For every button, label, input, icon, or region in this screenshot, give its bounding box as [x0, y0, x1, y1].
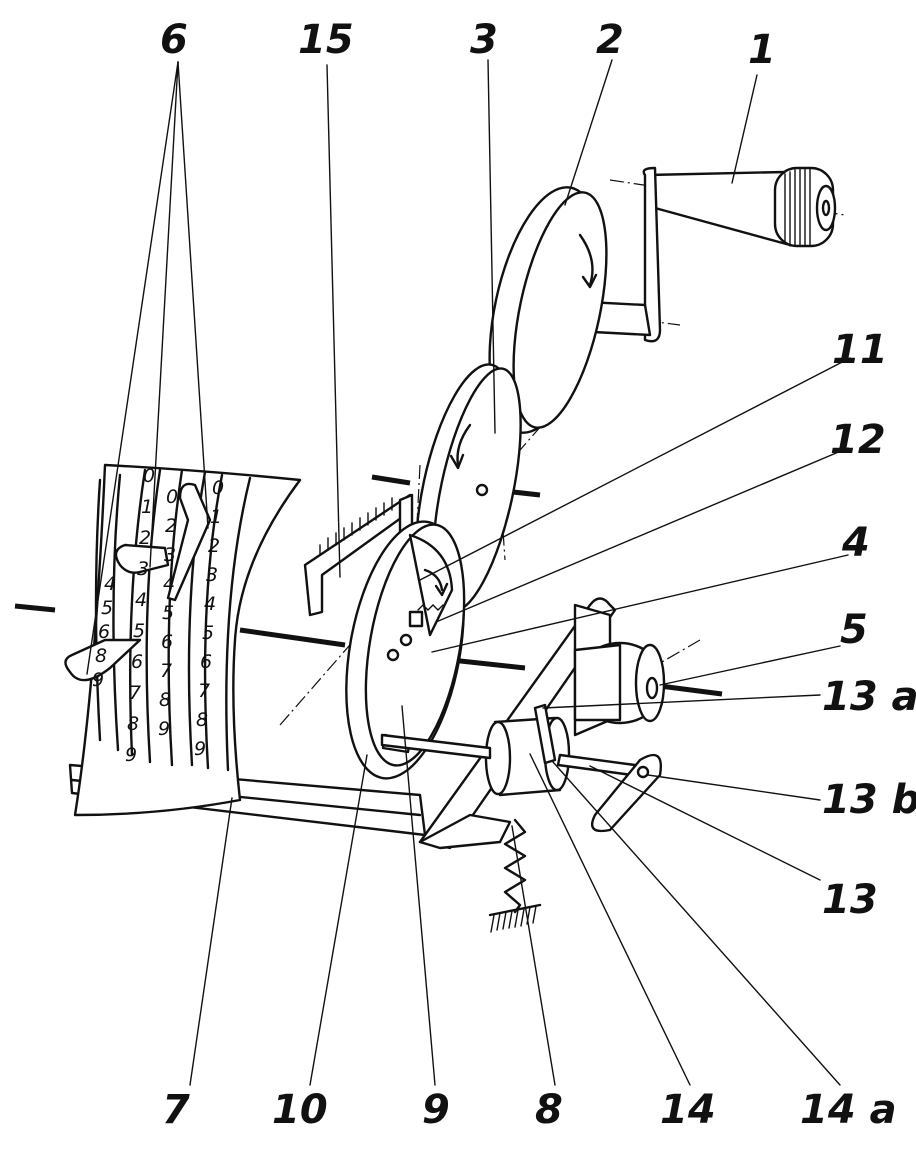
dial-digit-column-4-3: 3	[206, 564, 218, 586]
dial-digit-column-4-8: 8	[196, 709, 208, 731]
label-14: 14	[660, 1087, 716, 1133]
dial-digit-column-1-2: 6	[98, 621, 110, 643]
dial-digit-column-2-1: 1	[141, 496, 153, 518]
label-13b: 13 b	[822, 777, 916, 823]
label-10: 10	[272, 1087, 328, 1133]
label-1: 1	[748, 27, 776, 73]
dial-digit-column-3-6: 7	[160, 660, 172, 682]
wheel-10	[345, 520, 466, 780]
disk-2	[488, 186, 608, 434]
label-15: 15	[298, 17, 354, 63]
dial-digit-column-1-0: 4	[104, 573, 116, 595]
dial-digit-column-1-4: 9	[92, 669, 104, 691]
dial-digit-column-4-2: 2	[208, 535, 220, 557]
label-5: 5	[840, 607, 868, 653]
dial-digit-column-2-8: 8	[127, 713, 139, 735]
dial-digit-column-2-9: 9	[125, 744, 137, 766]
label-14a: 14 a	[800, 1087, 897, 1133]
dial-digit-column-1-1: 5	[101, 597, 113, 619]
dial-digit-column-3-3: 4	[163, 573, 175, 595]
label-4: 4	[842, 520, 870, 566]
dial-digit-column-2-2: 2	[139, 527, 151, 549]
cam-assembly	[380, 703, 662, 833]
dial-digit-column-4-4: 4	[204, 593, 216, 615]
dial-digit-column-4-1: 1	[210, 506, 222, 528]
dial-digit-column-4-5: 5	[202, 622, 214, 644]
dial-digit-column-3-5: 6	[161, 631, 173, 653]
leader-lines	[86, 59, 851, 1086]
label-11: 11	[832, 327, 888, 373]
dial-digit-column-3-4: 5	[162, 602, 174, 624]
label-12: 12	[830, 417, 886, 463]
setting-panel	[64, 463, 302, 817]
label-6: 6	[160, 17, 188, 63]
dial-digit-column-2-3: 3	[137, 558, 149, 580]
dial-digit-column-3-7: 8	[159, 689, 171, 711]
label-8: 8	[535, 1087, 563, 1133]
dial-digit-column-4-7: 7	[198, 680, 210, 702]
dial-digit-column-1-3: 8	[95, 645, 107, 667]
dial-digit-column-3-8: 9	[158, 718, 170, 740]
label-3: 3	[470, 17, 498, 63]
dial-digit-column-2-5: 5	[133, 620, 145, 642]
dial-digit-column-3-1: 2	[165, 515, 177, 537]
dial-digit-column-4-9: 9	[194, 738, 206, 760]
label-13a: 13 a	[822, 674, 916, 720]
label-9: 9	[422, 1087, 450, 1133]
dial-digit-column-4-0: 0	[212, 477, 224, 499]
dial-digit-column-3-0: 0	[166, 486, 178, 508]
label-13: 13	[822, 877, 878, 923]
dial-digit-column-2-0: 0	[143, 465, 155, 487]
label-2: 2	[596, 17, 624, 63]
dial-digit-column-4-6: 6	[200, 651, 212, 673]
dial-digit-column-2-6: 6	[131, 651, 143, 673]
dial-digit-column-3-2: 3	[164, 544, 176, 566]
dial-digit-column-2-7: 7	[129, 682, 141, 704]
dial-digit-column-2-4: 4	[135, 589, 147, 611]
label-7: 7	[162, 1087, 190, 1133]
spring	[488, 818, 542, 933]
